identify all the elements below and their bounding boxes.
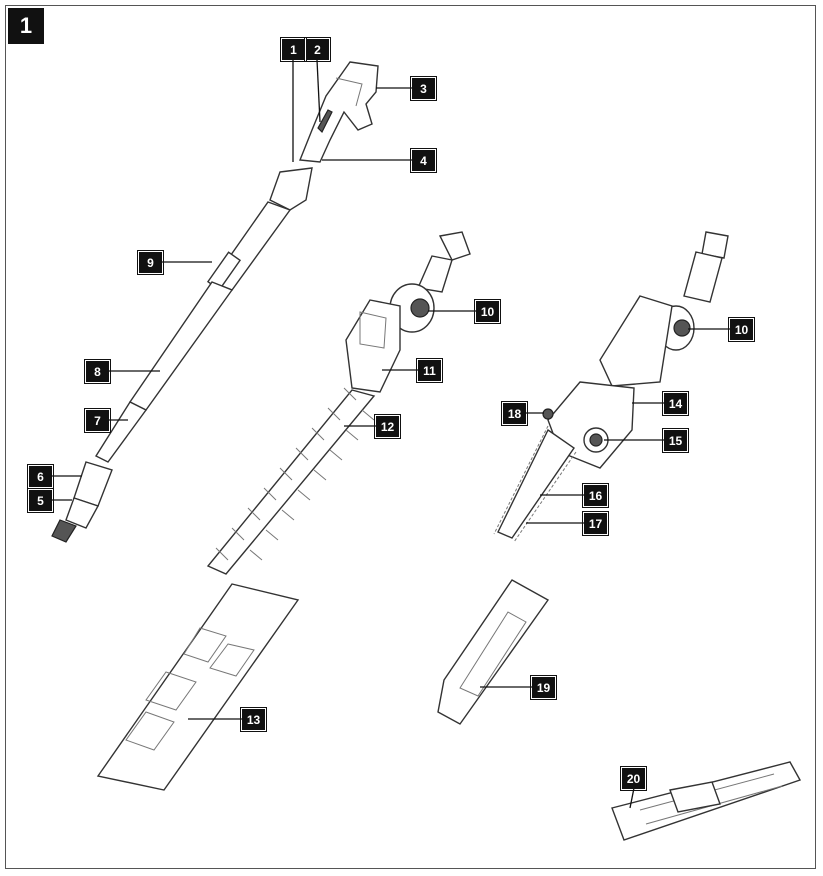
callout-9: 9: [137, 250, 164, 275]
callout-19: 19: [530, 675, 557, 700]
callout-4: 4: [410, 148, 437, 173]
shoulder-strap: [611, 761, 802, 841]
callout-10a: 10: [474, 299, 501, 324]
callout-18: 18: [501, 401, 528, 426]
figure-frame: [5, 5, 816, 869]
callout-14: 14: [662, 391, 689, 416]
callout-5: 5: [27, 488, 54, 513]
callout-13: 13: [240, 707, 267, 732]
telescopic-pole-assembly: [51, 61, 379, 543]
callout-12: 12: [374, 414, 401, 439]
callout-16: 16: [582, 483, 609, 508]
callout-17: 17: [582, 511, 609, 536]
callout-11: 11: [416, 358, 443, 383]
callout-10b: 10: [728, 317, 755, 342]
chain-guard: [437, 579, 550, 725]
callout-20: 20: [620, 766, 647, 791]
callout-7: 7: [84, 408, 111, 433]
hedge-trimmer-head: [206, 231, 471, 575]
callout-15: 15: [662, 428, 689, 453]
callout-6: 6: [27, 464, 54, 489]
callout-1: 1: [280, 37, 307, 62]
leader-lines: [52, 59, 730, 809]
callout-3: 3: [410, 76, 437, 101]
pole-saw-head: [493, 231, 729, 543]
hedge-blade-cover: [96, 583, 300, 791]
figure-number: 1: [8, 8, 44, 44]
callout-2: 2: [304, 37, 331, 62]
callout-8: 8: [84, 359, 111, 384]
